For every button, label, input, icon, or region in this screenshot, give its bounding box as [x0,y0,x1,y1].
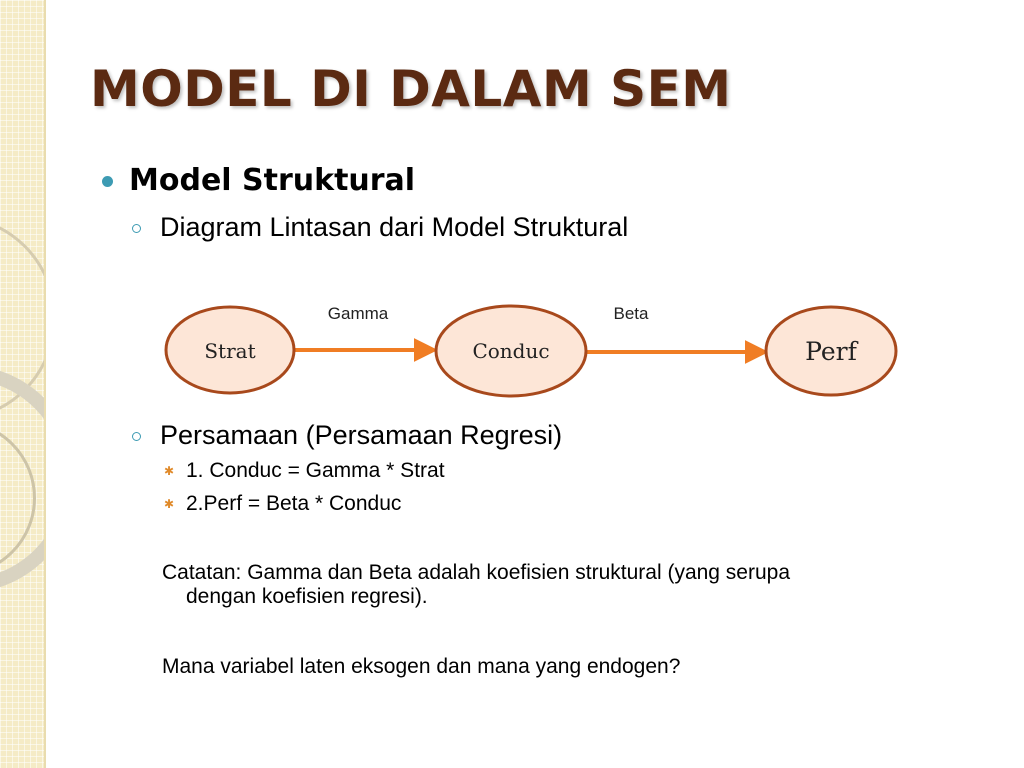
bullet-dot-icon [102,176,113,187]
decorative-side-band [0,0,46,768]
equation-text: 2.Perf = Beta * Conduc [186,492,402,515]
ring-bullet-icon [132,432,141,441]
path-diagram: Gamma Beta Strat Conduc Perf [164,304,898,398]
edge-label-gamma: Gamma [328,304,389,323]
star-bullet-icon: ✱ [164,464,175,478]
sub-bullet-label: Persamaan (Persamaan Regresi) [160,420,563,450]
note-line: Catatan: Gamma dan Beta adalah koefisien… [162,561,791,584]
question-text: Mana variabel laten eksogen dan mana yan… [162,655,680,679]
bullet-label: Model Struktural [129,163,416,198]
ring-bullet-icon [132,224,141,233]
node-conduc [434,304,588,398]
node-label-strat: Strat [204,339,255,363]
slide-title: MODEL DI DALAM SEM [90,60,732,118]
node-label-perf: Perf [805,337,858,366]
question-line: Mana variabel laten eksogen dan mana yan… [162,655,681,678]
node-strat [164,305,296,395]
note-paragraph: Catatan: Gamma dan Beta adalah koefisien… [162,561,790,609]
node-label-conduc: Conduc [472,339,549,363]
star-bullet-icon: ✱ [164,497,175,511]
edge-label-beta: Beta [614,304,650,323]
note-line: dengan koefisien regresi). [186,585,428,608]
equation-text: 1. Conduc = Gamma * Strat [186,459,445,482]
node-perf [764,305,898,397]
sub-bullet-label: Diagram Lintasan dari Model Struktural [160,212,629,242]
